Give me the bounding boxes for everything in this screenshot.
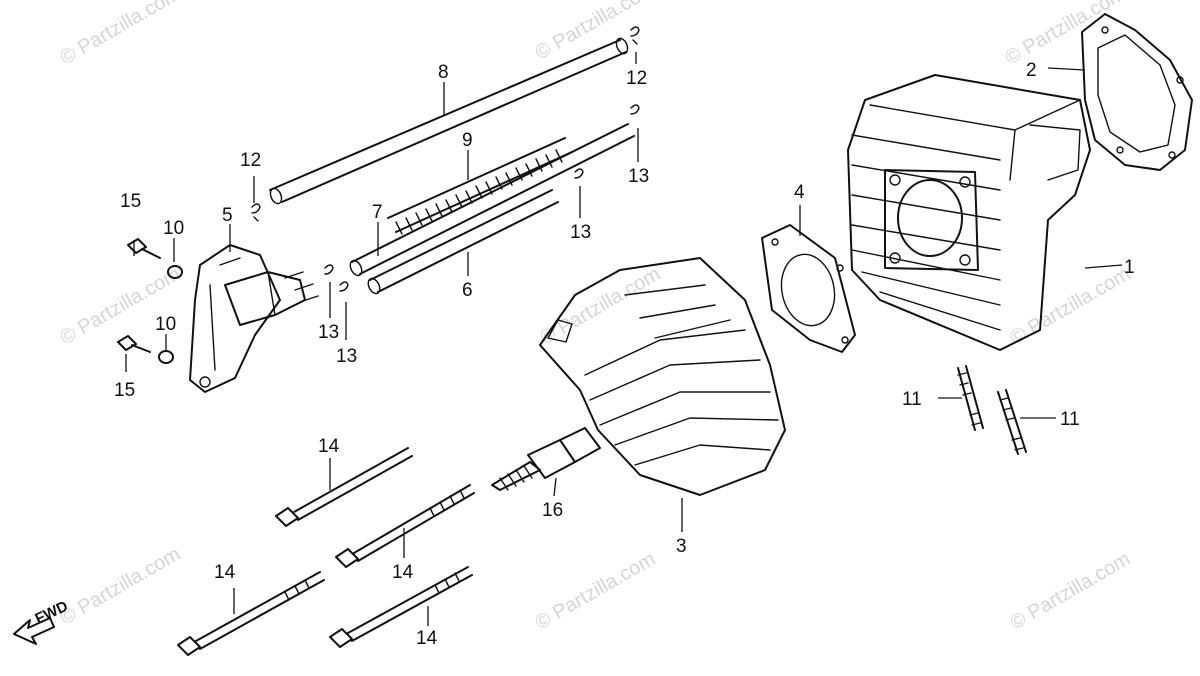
callout-11a[interactable]: 11	[902, 389, 922, 410]
watermark: © Partzilla.com	[532, 0, 660, 64]
callout-7[interactable]: 7	[372, 202, 383, 223]
callout-16[interactable]: 16	[542, 500, 563, 521]
callout-10b[interactable]: 10	[155, 314, 176, 335]
callout-12a[interactable]: 12	[626, 68, 647, 89]
callout-4[interactable]: 4	[794, 182, 805, 203]
watermark: © Partzilla.com	[57, 263, 185, 349]
part-11-stud[interactable]	[997, 389, 1027, 455]
callout-13d[interactable]: 13	[336, 346, 357, 367]
callout-labels: 1 2 3 4 5 6 7 8 9 10 10 11 11 12 12 13 1…	[114, 60, 1135, 649]
callout-2[interactable]: 2	[1026, 60, 1037, 81]
part-13-clip[interactable]	[574, 168, 584, 179]
callout-8[interactable]: 8	[438, 62, 449, 83]
part-9-corrugated-hose[interactable]	[387, 137, 573, 235]
callout-9[interactable]: 9	[462, 130, 473, 151]
callout-14d[interactable]: 14	[416, 628, 438, 649]
part-6-tube[interactable]	[366, 189, 559, 295]
part-11-stud[interactable]	[957, 365, 984, 431]
part-3-cylinder-head[interactable]	[539, 257, 786, 496]
callout-13a[interactable]: 13	[628, 166, 649, 187]
callout-11b[interactable]: 11	[1060, 409, 1080, 430]
part-10-nut[interactable]	[167, 265, 183, 279]
part-10-nut[interactable]	[158, 350, 174, 364]
callout-10a[interactable]: 10	[163, 218, 184, 239]
callout-15b[interactable]: 15	[114, 380, 135, 401]
callout-5[interactable]: 5	[222, 205, 233, 226]
callout-12b[interactable]: 12	[240, 150, 261, 171]
watermark: © Partzilla.com	[537, 263, 665, 349]
part-13-clip[interactable]	[324, 264, 334, 275]
watermark: © Partzilla.com	[57, 0, 185, 69]
part-15-bolt[interactable]	[127, 238, 161, 259]
part-14-bolt[interactable]	[329, 566, 473, 648]
part-16-spark-plug[interactable]	[491, 427, 601, 491]
callout-15a[interactable]: 15	[120, 191, 141, 212]
leader-lines	[125, 52, 1123, 626]
part-14-bolt[interactable]	[335, 484, 475, 568]
callout-13c[interactable]: 13	[318, 322, 339, 343]
callout-6[interactable]: 6	[462, 280, 473, 301]
part-12-clip[interactable]	[251, 203, 261, 222]
watermark: © Partzilla.com	[532, 548, 660, 634]
part-13-clip[interactable]	[630, 104, 640, 115]
watermark: © Partzilla.com	[1007, 548, 1135, 634]
callout-14c[interactable]: 14	[214, 562, 236, 583]
part-13-clip[interactable]	[339, 281, 349, 292]
part-5-manifold[interactable]	[189, 244, 319, 393]
callout-13b[interactable]: 13	[570, 222, 591, 243]
part-2-gasket[interactable]	[1081, 13, 1193, 171]
callout-3[interactable]: 3	[676, 536, 687, 557]
part-15-bolt[interactable]	[117, 335, 151, 353]
part-14-bolt[interactable]	[177, 571, 325, 656]
callout-14b[interactable]: 14	[392, 562, 414, 583]
part-14-bolt[interactable]	[275, 447, 413, 527]
part-4-gasket[interactable]	[761, 224, 856, 353]
part-8-tube[interactable]	[268, 37, 629, 206]
watermark: © Partzilla.com	[1002, 0, 1130, 69]
part-7-tube[interactable]	[348, 123, 635, 277]
watermark: © Partzilla.com	[57, 543, 185, 629]
part-12-clip[interactable]	[630, 26, 640, 45]
part-1-cylinder[interactable]	[847, 74, 1091, 351]
callout-1[interactable]: 1	[1124, 257, 1135, 278]
callout-14a[interactable]: 14	[318, 436, 340, 457]
watermark-layer: © Partzilla.com © Partzilla.com © Partzi…	[57, 0, 1135, 634]
